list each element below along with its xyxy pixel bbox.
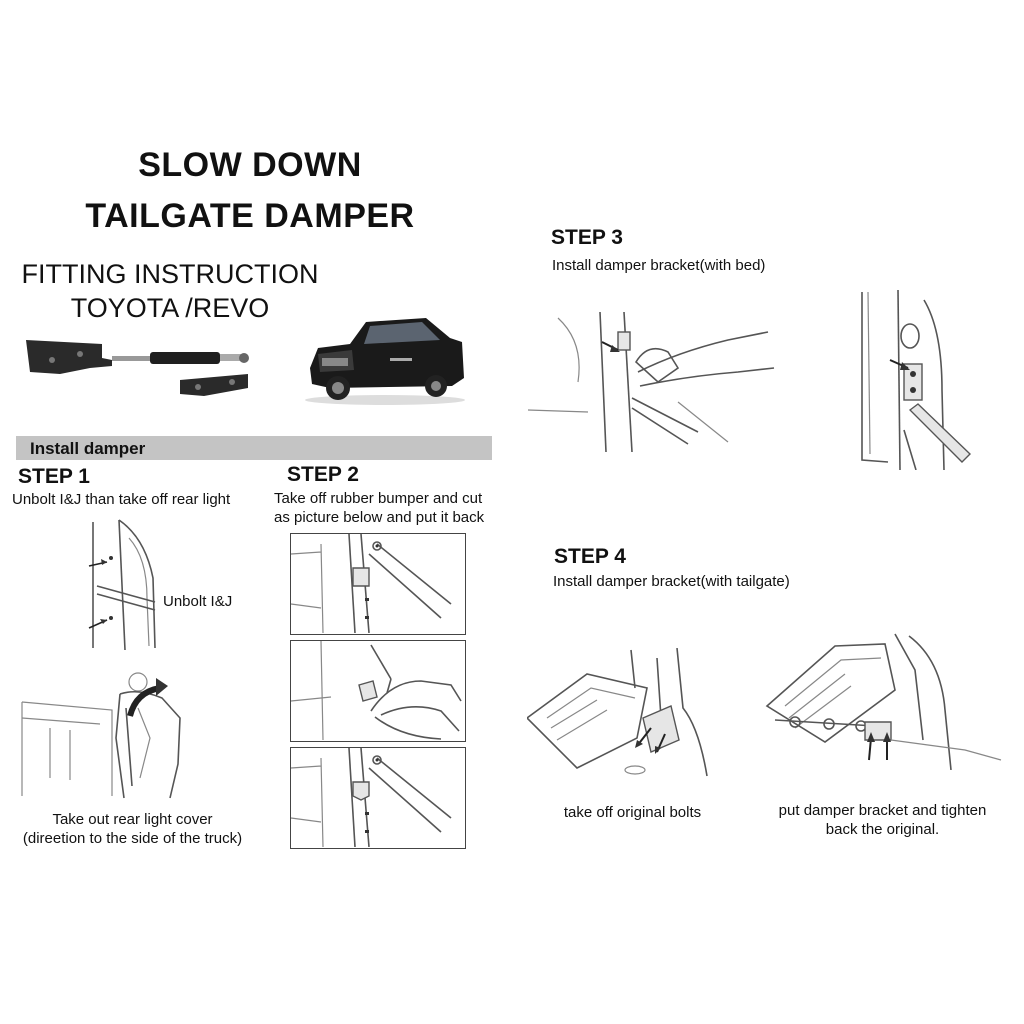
step2-description-line2: as picture below and put it back	[274, 509, 485, 526]
install-damper-bar: Install damper	[16, 436, 492, 460]
damper-product-image	[20, 330, 252, 410]
subtitle-line-2: TOYOTA /REVO	[70, 293, 270, 323]
step3-bed-illustration	[528, 312, 778, 452]
step1-unbolt-illustration	[85, 518, 165, 653]
title-line-1: SLOW DOWN	[138, 146, 362, 184]
step1-description: Unbolt I&J than take off rear light	[12, 491, 231, 508]
step4-caption-right-line1: put damper bracket and tighten	[778, 802, 987, 819]
title-line-2: TAILGATE DAMPER	[85, 197, 415, 235]
step4-description: Install damper bracket(with tailgate)	[553, 573, 790, 590]
step1-caption-line1: Take out rear light cover	[52, 811, 213, 828]
step2-panel-1	[290, 533, 466, 635]
step2-panel-3	[290, 747, 466, 849]
step2-panel-2	[290, 640, 466, 742]
step4-caption-left: take off original bolts	[563, 804, 702, 821]
step1-unbolt-callout: Unbolt I&J	[163, 593, 233, 610]
step1-caption-line2: (direetion to the side of the truck)	[22, 830, 243, 847]
step4-remove-bolts-illustration	[527, 648, 717, 778]
subtitle-line-1: FITTING INSTRUCTION	[21, 259, 319, 289]
step1-heading: STEP 1	[18, 465, 90, 488]
truck-image	[300, 308, 470, 408]
install-damper-label: Install damper	[30, 439, 146, 458]
step2-description-line1: Take off rubber bumper and cut	[274, 490, 483, 507]
step1-light-cover-illustration	[20, 668, 200, 800]
step4-install-bracket-illustration	[765, 630, 1005, 770]
step2-heading: STEP 2	[287, 463, 359, 486]
step3-bracket-closeup	[858, 290, 974, 470]
step4-heading: STEP 4	[554, 545, 626, 568]
step3-description: Install damper bracket(with bed)	[552, 257, 766, 274]
step3-heading: STEP 3	[551, 226, 623, 249]
step4-caption-right-line2: back the original.	[825, 821, 940, 838]
